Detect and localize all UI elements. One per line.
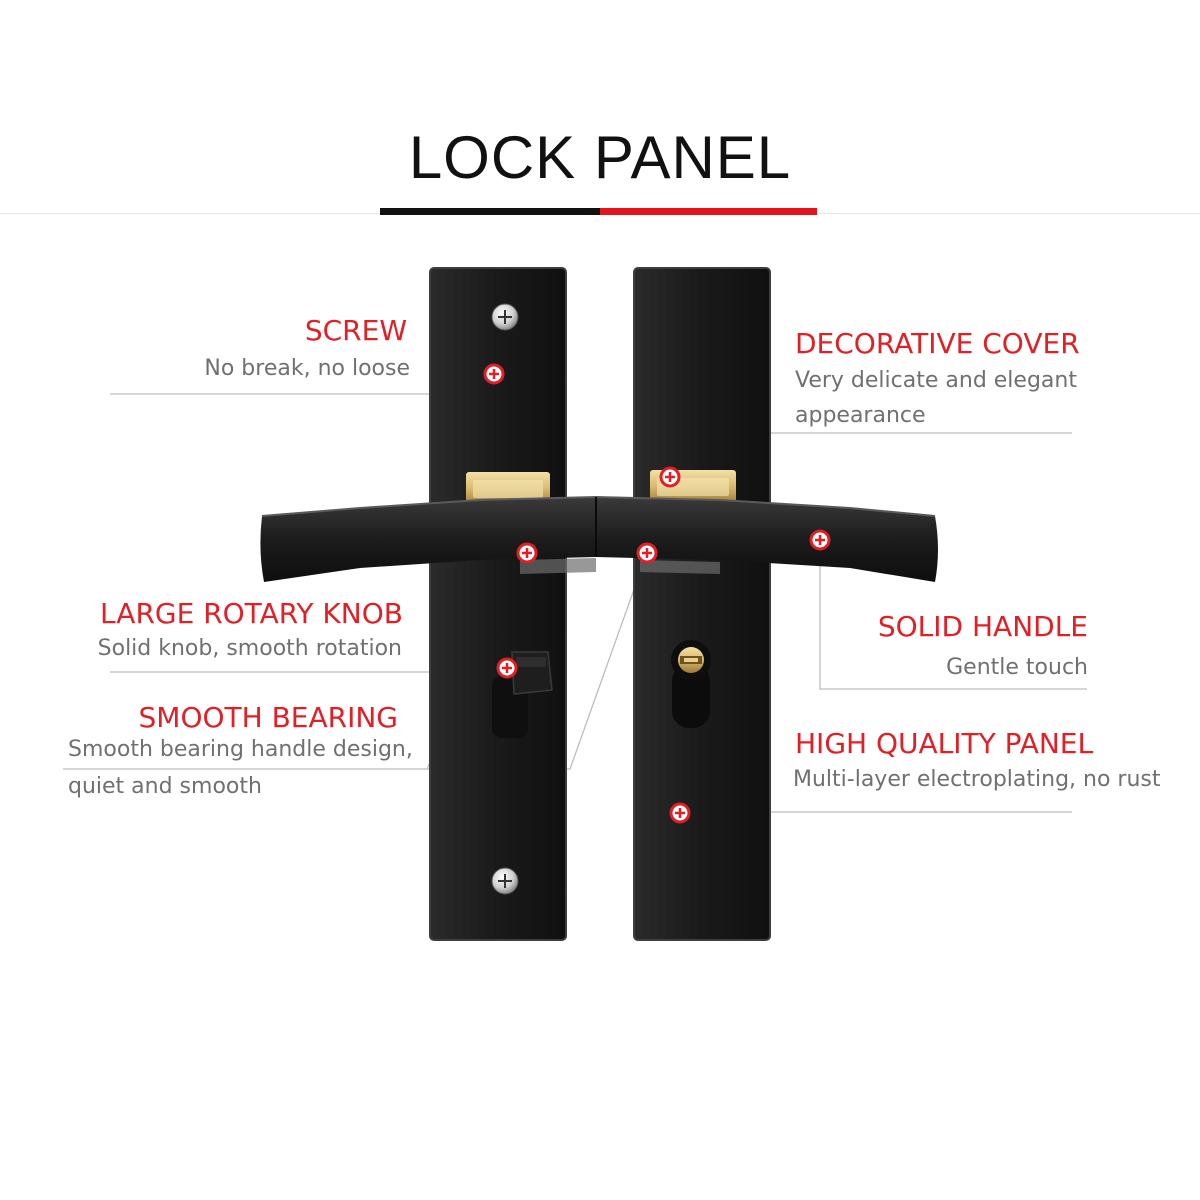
red-plus-marker-icon (636, 542, 658, 564)
smooth-bearing-description-line-2: quiet and smooth (68, 774, 262, 799)
lever-handle (260, 495, 938, 582)
rotary-knob-heading: LARGE ROTARY KNOB (100, 597, 403, 630)
screw-head-icon (491, 867, 519, 895)
leader-line-solid-handle (819, 540, 1087, 690)
solid-handle-heading: SOLID HANDLE (877, 610, 1088, 643)
screw-heading: SCREW (304, 314, 407, 347)
red-plus-marker-icon (496, 657, 518, 679)
page-title: LOCK PANEL (408, 124, 792, 191)
screw-head-icon (491, 303, 519, 331)
red-plus-marker-icon (516, 542, 538, 564)
smooth-bearing-description-line-1: Smooth bearing handle design, (68, 737, 413, 762)
title-underline-black (380, 208, 600, 215)
red-plus-marker-icon (483, 363, 505, 385)
high-quality-panel-heading: HIGH QUALITY PANEL (795, 727, 1094, 760)
solid-handle-description: Gentle touch (946, 655, 1088, 680)
decorative-cover-description-line-1: Very delicate and elegant (795, 368, 1077, 393)
key-cylinder-icon (671, 640, 711, 728)
title-underline-red (600, 208, 817, 215)
rotary-knob-description: Solid knob, smooth rotation (97, 636, 402, 661)
red-plus-marker-icon (669, 802, 691, 824)
red-plus-marker-icon (809, 529, 831, 551)
screw-description: No break, no loose (204, 356, 410, 381)
right-back-plate (633, 267, 771, 941)
smooth-bearing-heading: SMOOTH BEARING (138, 701, 398, 734)
high-quality-panel-description: Multi-layer electroplating, no rust (793, 767, 1161, 792)
left-back-plate (429, 267, 567, 941)
decorative-cover-heading: DECORATIVE COVER (795, 327, 1080, 360)
red-plus-marker-icon (659, 466, 681, 488)
rotary-knob (492, 651, 553, 738)
decorative-cover-description-line-2: appearance (795, 403, 926, 428)
